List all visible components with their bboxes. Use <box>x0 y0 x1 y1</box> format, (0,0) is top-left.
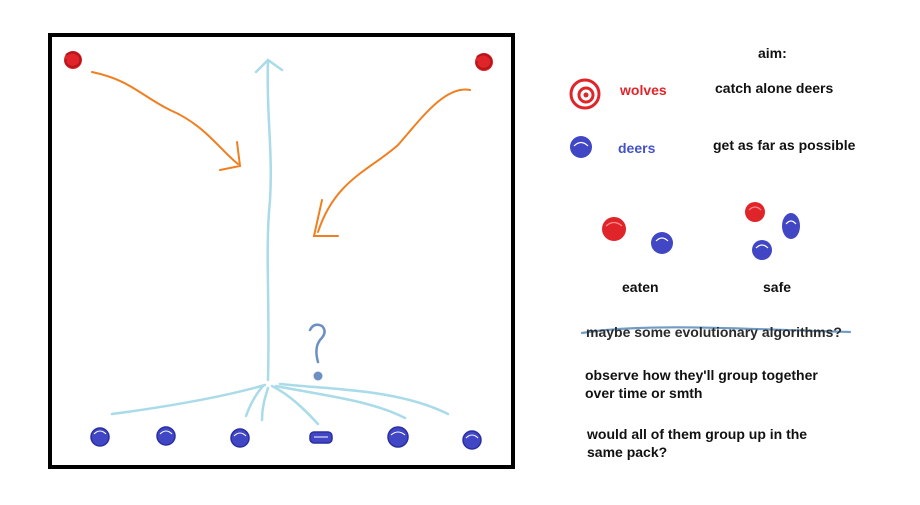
safe-example <box>745 202 800 260</box>
deer-legend-icon <box>570 136 592 158</box>
wolves-label: wolves <box>620 82 667 98</box>
struck-idea-text: maybe some evolutionary algorithms? <box>586 324 842 340</box>
deer-3 <box>230 428 250 448</box>
wolf-legend-icon <box>569 78 601 110</box>
safe-deer-icon-2 <box>752 240 772 260</box>
deers-label: deers <box>618 140 656 156</box>
arrow-left-wolf-to-center <box>91 71 242 171</box>
observe-note-line2: over time or smth <box>585 385 703 401</box>
eaten-deer-icon <box>651 232 673 254</box>
strike-through-scribble <box>580 326 852 335</box>
eaten-label: eaten <box>622 279 659 295</box>
deer-2 <box>156 426 176 446</box>
deers-aim-text: get as far as possible <box>713 137 856 153</box>
question-note-line2: same pack? <box>587 444 668 460</box>
aim-heading: aim: <box>758 45 787 61</box>
eaten-wolf-icon <box>602 217 626 241</box>
deer-1 <box>90 427 110 447</box>
question-mark <box>308 323 326 381</box>
arrow-right-wolf-to-center <box>312 88 471 237</box>
wolf-top-right <box>475 53 493 71</box>
field-border <box>48 33 515 469</box>
deer-4 <box>309 431 333 444</box>
deer-5 <box>387 426 409 448</box>
deer-6 <box>462 430 482 450</box>
safe-label: safe <box>763 279 792 295</box>
safe-deer-icon-1 <box>782 213 800 239</box>
observe-note-line1: observe how they'll group together <box>585 367 818 383</box>
safe-wolf-icon <box>745 202 765 222</box>
wolf-top-left <box>64 51 82 69</box>
question-note-line1: would all of them group up in the <box>587 426 808 442</box>
deer-flow-lines <box>110 58 450 426</box>
eaten-example <box>602 217 673 254</box>
wolves-aim-text: catch alone deers <box>715 80 834 96</box>
